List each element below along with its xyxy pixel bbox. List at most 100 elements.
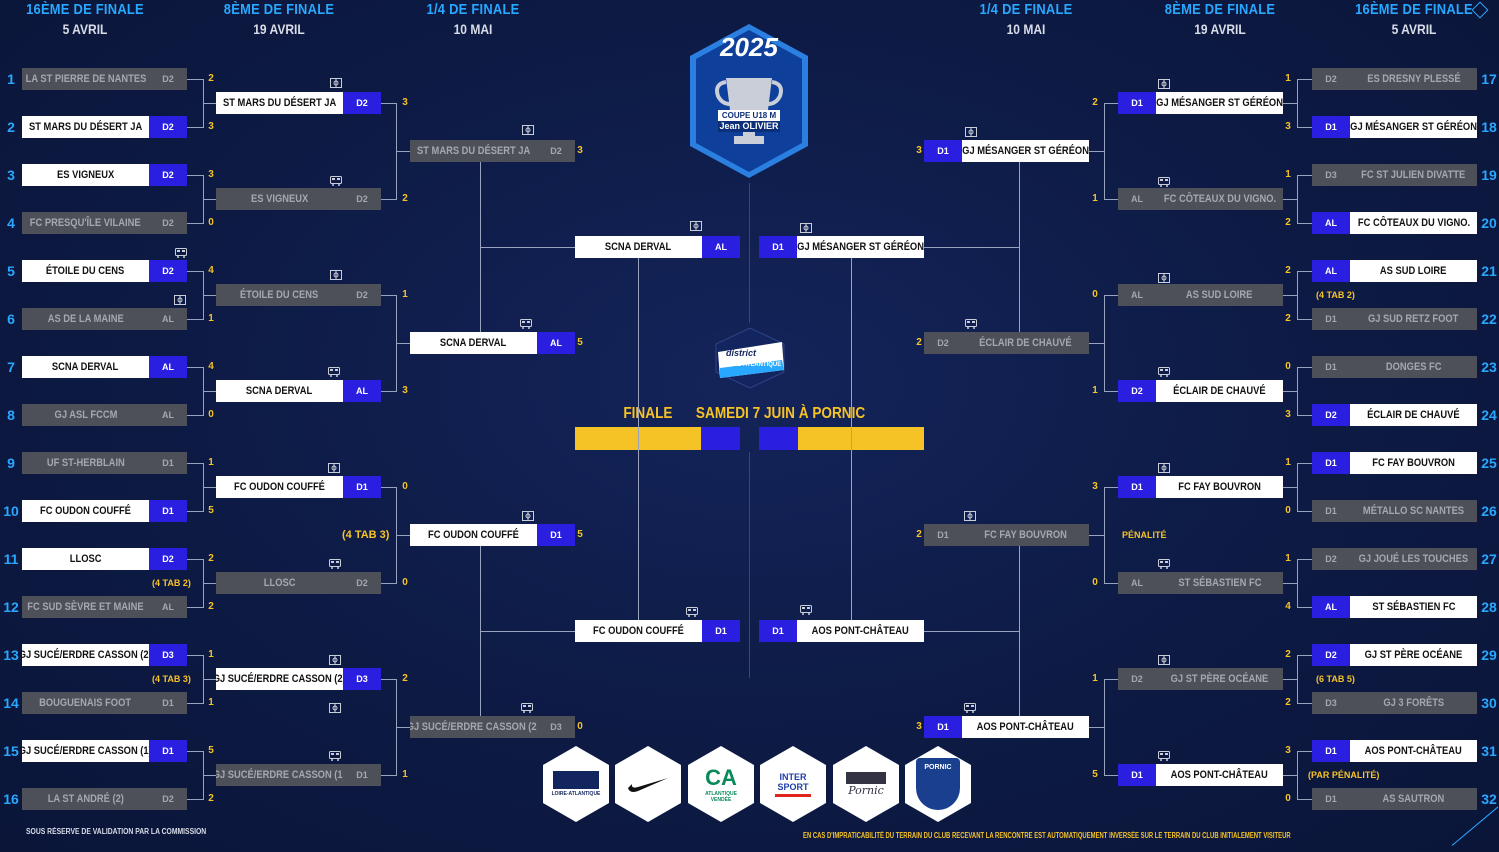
stadium-icon [330,267,342,280]
team-name: SCNA DERVAL [575,236,702,258]
team-name-text: ÉCLAIR DE CHAUVÉ [979,337,1072,349]
bracket-line [203,295,216,296]
team-name: AS SUD LOIRE [1156,284,1283,306]
pornic-skyline-icon [846,771,886,784]
bracket-line [187,799,203,800]
final-slot-right-div [759,427,798,450]
bracket-line [187,559,203,560]
division-badge: AL [537,332,575,354]
match-score: 1 [1285,457,1291,468]
match-score: 2 [1285,697,1291,708]
match-score: 0 [577,721,583,732]
bracket-line [381,583,396,584]
bracket-line [1297,367,1312,368]
team-slot[interactable]: GJ SUCÉ/ERDRE CASSON (2)D3 [410,716,575,738]
bracket-line [1297,703,1312,704]
match-score: 0 [1285,793,1291,804]
team-name-text: DONGES FC [1385,361,1442,373]
stadium-icon [522,122,534,135]
header-right-r8: 8ÈME DE FINALE 19 AVRIL [1135,1,1305,37]
round-label: 16ÈME DE FINALE [26,1,144,18]
note-tab: (4 TAB 3) [342,529,390,541]
team-name-text: AOS PONT-CHÂTEAU [976,721,1075,733]
team-slot[interactable]: GJ SUCÉ/ERDRE CASSON (1)D1 [22,740,187,762]
match-score: 0 [1285,361,1291,372]
team-name: FC CÔTEAUX DU VIGNO. [1350,212,1477,234]
team-slot[interactable]: LA ST ANDRÉ (2)D2 [22,788,187,810]
division-badge: D2 [343,188,381,210]
team-name-text: FC SUD SÈVRE ET MAINE [27,601,144,613]
seed-number: 3 [7,167,15,183]
team-name: FC CÔTEAUX DU VIGNO. [1156,188,1283,210]
team-slot[interactable]: GJ SUCÉ/ERDRE CASSON (2)D3 [22,644,187,666]
team-name: GJ SUCÉ/ERDRE CASSON (2) [410,716,537,738]
bracket-line [1283,487,1297,488]
division-badge: D1 [1312,740,1350,762]
bracket-line [480,247,575,248]
seed-number: 13 [3,647,19,663]
final-slot-right [798,427,924,450]
match-score: 0 [1092,577,1098,588]
team-name-text: FC OUDON COUFFÉ [234,481,325,493]
division-badge: D2 [149,68,187,90]
team-slot[interactable]: GJ SUCÉ/ERDRE CASSON (2)D3 [216,668,381,690]
team-slot[interactable]: GJ SUCÉ/ERDRE CASSON (1)D1 [216,764,381,786]
bracket-line [396,343,410,344]
division-badge: D2 [149,116,187,138]
